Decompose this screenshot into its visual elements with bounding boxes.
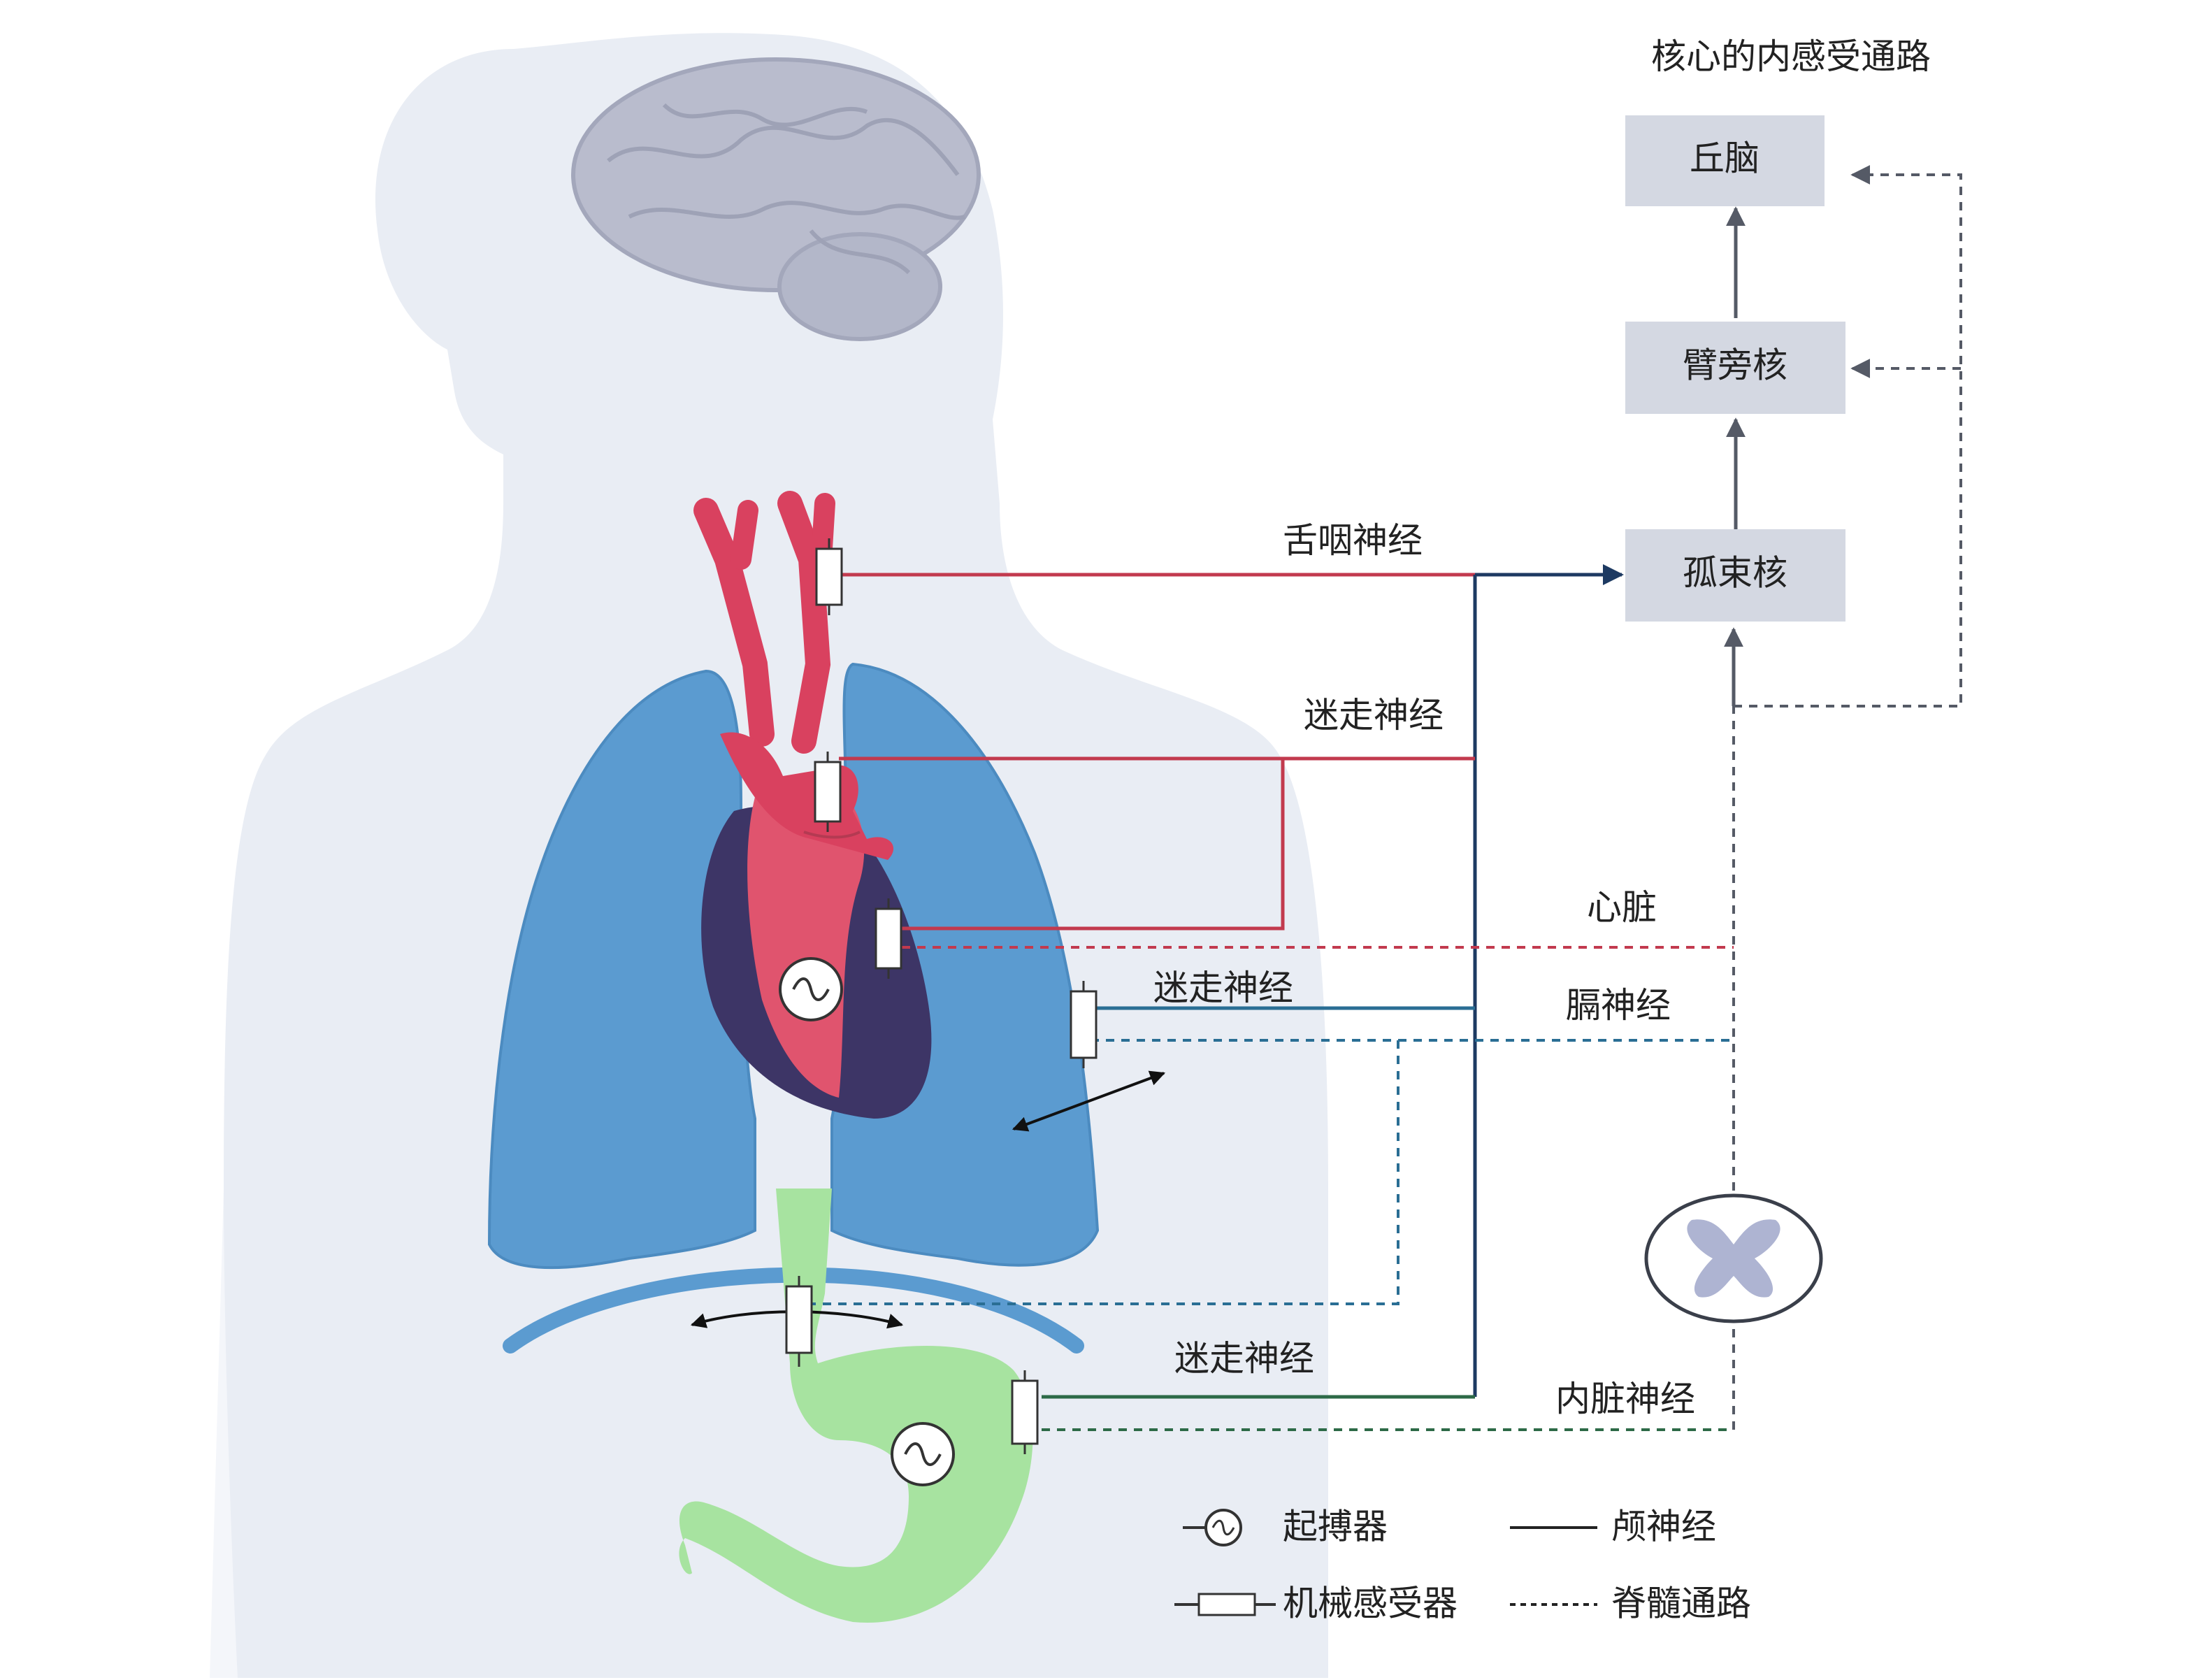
vagus-heart-label: 迷走神经 — [1304, 695, 1444, 735]
legend-cranial-nerve-label: 颅神经 — [1611, 1507, 1716, 1547]
phrenic-label: 膈神经 — [1566, 985, 1671, 1026]
legend: 起搏器 机械感受器 颅神经 脊髓通路 — [1174, 1507, 1751, 1624]
vagus-lung-label: 迷走神经 — [1153, 968, 1293, 1008]
mechanoreceptor-carotid — [815, 538, 843, 615]
legend-spinal-pathway: 脊髓通路 — [1510, 1584, 1751, 1624]
mechanoreceptor-diaphragm — [785, 1276, 813, 1367]
mechanoreceptor-stomach — [1011, 1370, 1039, 1454]
thalamus-box: 丘脑 — [1625, 115, 1825, 206]
thalamus-label: 丘脑 — [1690, 138, 1760, 179]
mechanoreceptor-aorta — [814, 752, 842, 832]
brain-illustration — [571, 57, 981, 341]
nerve-pathways — [804, 165, 1962, 1431]
stomach-illustration — [679, 1189, 1033, 1623]
parabrachial-box: 臂旁核 — [1625, 322, 1845, 414]
splanchnic-label: 内脏神经 — [1555, 1379, 1695, 1419]
legend-mechanoreceptor: 机械感受器 — [1174, 1584, 1458, 1624]
nts-label: 孤束核 — [1683, 553, 1787, 594]
nts-box: 孤束核 — [1625, 529, 1845, 622]
mechanoreceptors — [785, 538, 1098, 1454]
heart-illustration — [701, 732, 932, 1119]
legend-pacemaker: 起搏器 — [1183, 1507, 1388, 1547]
mechanoreceptor-lung — [1070, 981, 1098, 1068]
legend-cranial-nerve: 颅神经 — [1510, 1507, 1716, 1547]
legend-pacemaker-label: 起搏器 — [1283, 1507, 1388, 1547]
mechanoreceptor-heart — [875, 898, 902, 979]
arteries-illustration — [693, 491, 835, 754]
vagus-stomach-label: 迷走神经 — [1174, 1338, 1314, 1379]
pathway-title: 核心的内感受通路 — [1651, 36, 1931, 77]
glossopharyngeal-label: 舌咽神经 — [1283, 520, 1423, 561]
spinal-cord-illustration — [1644, 1193, 1823, 1323]
legend-mechanoreceptor-label: 机械感受器 — [1283, 1584, 1458, 1624]
mechanoreceptor-icon — [1197, 1593, 1256, 1616]
parabrachial-label: 臂旁核 — [1683, 345, 1787, 386]
legend-spinal-pathway-label: 脊髓通路 — [1611, 1584, 1751, 1624]
heart-spinal-label: 心脏 — [1587, 887, 1657, 928]
